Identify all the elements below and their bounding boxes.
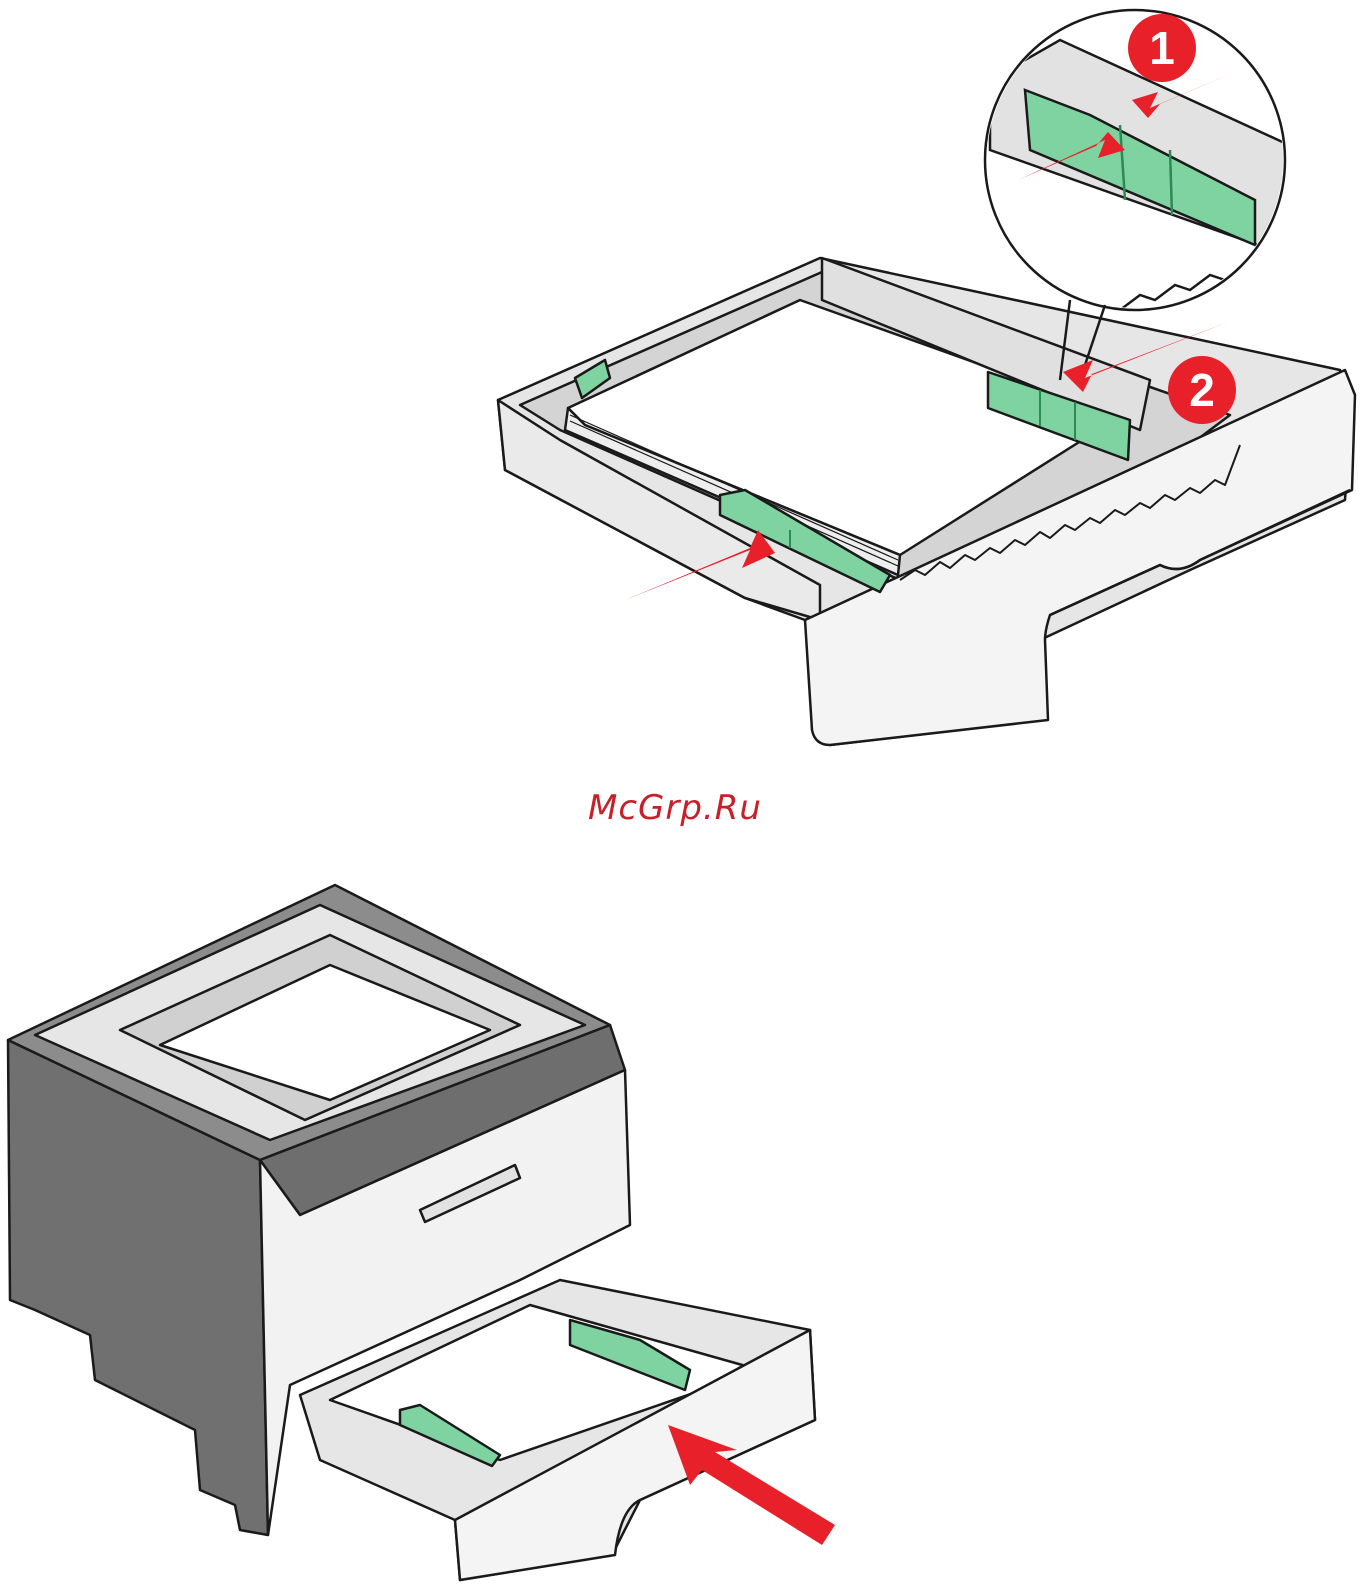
- callout-2: 2: [1168, 356, 1236, 424]
- callout-2-label: 2: [1189, 364, 1215, 416]
- callout-1: 1: [1128, 14, 1196, 82]
- callout-1-label: 1: [1149, 22, 1175, 74]
- tray-illustration: [498, 258, 1355, 745]
- watermark: McGrp.Ru: [588, 788, 762, 828]
